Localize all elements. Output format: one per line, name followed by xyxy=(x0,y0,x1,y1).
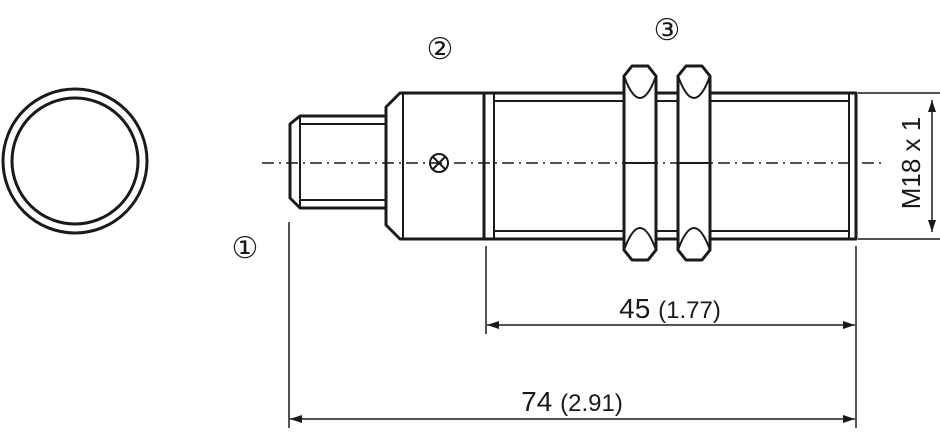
hex-nut-right-face xyxy=(677,75,711,251)
hex-nut-left-face xyxy=(623,75,657,251)
front-view-outer-circle xyxy=(1,87,149,235)
callout-nuts: ③ xyxy=(654,13,681,48)
thread-length-label: 45 (1.77) xyxy=(619,293,721,324)
callout-housing: ② xyxy=(427,32,454,67)
front-view-inner-circle xyxy=(10,96,140,226)
thread-length-inch: (1.77) xyxy=(658,297,721,324)
callout-connector: ① xyxy=(232,231,259,266)
thread-diameter-dimension xyxy=(858,92,940,240)
total-length-value: 74 xyxy=(521,386,552,417)
total-length-label: 74 (2.91) xyxy=(521,386,623,417)
thread-size-label: M18 x 1 xyxy=(896,117,926,210)
connector-thread xyxy=(288,114,388,210)
front-view xyxy=(1,87,149,235)
total-length-inch: (2.91) xyxy=(560,390,623,417)
threaded-barrel xyxy=(482,91,858,241)
extension-lines xyxy=(288,222,857,428)
thread-length-value: 45 xyxy=(619,293,650,324)
